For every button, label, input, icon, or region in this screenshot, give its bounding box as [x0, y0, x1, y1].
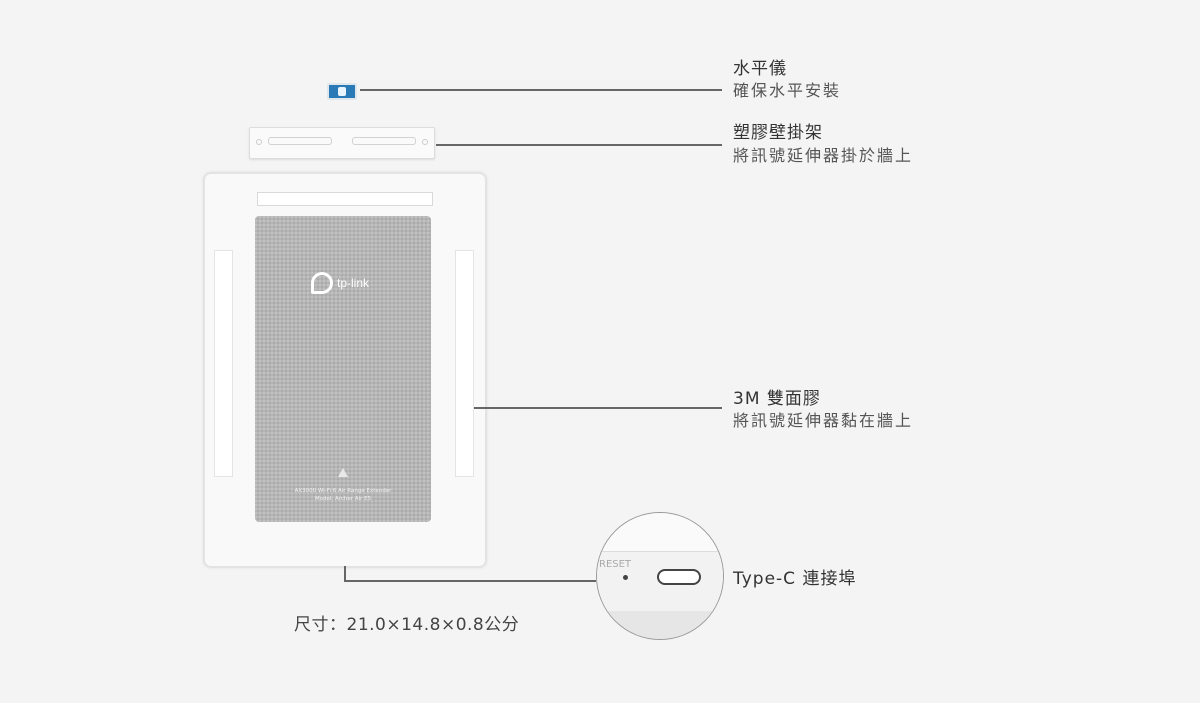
tp-link-logo: tp-link [311, 272, 369, 294]
plastic-wall-bracket [249, 127, 435, 159]
bubble-level [327, 83, 357, 100]
range-extender-device: tp-link AX3000 Wi-Fi 6 Air Range Extende… [203, 172, 487, 568]
type-c-port-icon [657, 569, 701, 585]
bracket-title: 塑膠壁掛架 [733, 123, 823, 143]
port-leader-line-vertical [344, 566, 346, 581]
tp-link-logo-icon [311, 272, 333, 294]
reset-hole-icon [623, 575, 628, 580]
tape-strip-left [214, 250, 233, 477]
port-detail-magnifier: RESET [596, 512, 724, 640]
tape-title: 3M 雙面膠 [733, 389, 821, 409]
device-label-line-2: Model: Archer Air E5 [314, 496, 372, 502]
fabric-front-panel: tp-link AX3000 Wi-Fi 6 Air Range Extende… [255, 216, 431, 522]
port-title: Type-C 連接埠 [733, 569, 857, 589]
level-title: 水平儀 [733, 59, 787, 79]
level-description: 確保水平安裝 [733, 81, 842, 100]
logo-text: tp-link [337, 276, 370, 290]
bracket-leader-line [436, 144, 722, 146]
dimensions-text: 尺寸：21.0×14.8×0.8公分 [294, 615, 520, 635]
bracket-description: 將訊號延伸器掛於牆上 [733, 146, 914, 165]
device-label-line-1: AX3000 Wi-Fi 6 Air Range Extender [294, 488, 392, 494]
port-leader-line [344, 580, 596, 582]
reset-label: RESET [599, 559, 632, 570]
level-leader-line [360, 89, 722, 91]
tape-description: 將訊號延伸器黏在牆上 [733, 411, 914, 430]
warning-triangle-icon [338, 468, 348, 477]
tape-leader-line [474, 407, 722, 409]
tape-strip-right [455, 250, 474, 477]
